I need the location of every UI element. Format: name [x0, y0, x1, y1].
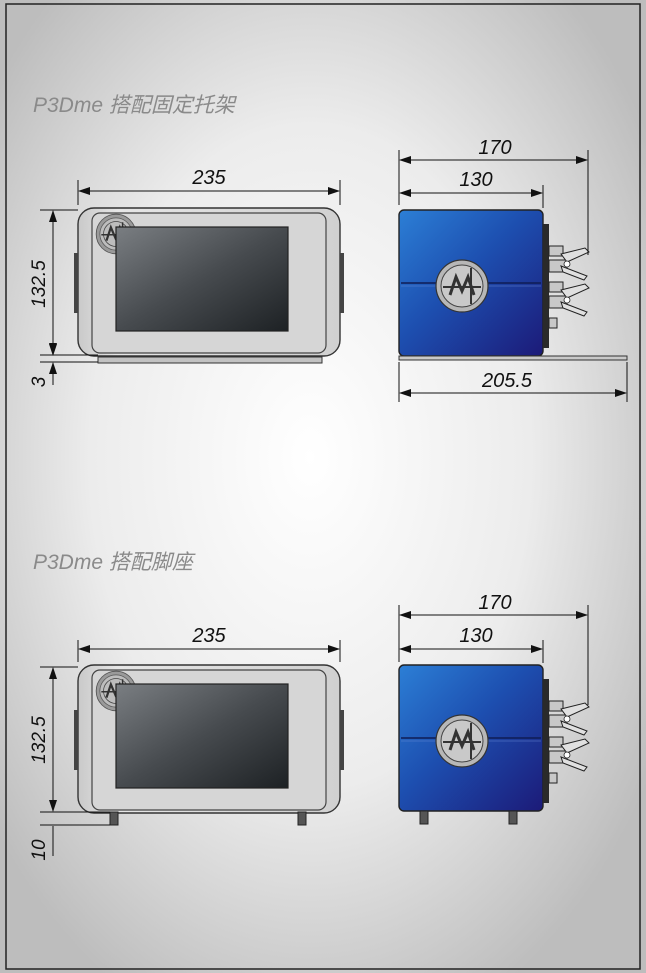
body-depth-dimension: 130 — [399, 169, 544, 208]
width-dimension: 235 — [77, 167, 341, 205]
base-dimension: 10 — [29, 824, 110, 861]
bracket-plate — [398, 355, 628, 361]
height-label: 132.5 — [29, 716, 50, 764]
bracket-length-dimension: 205.5 — [398, 362, 628, 402]
foot-left — [419, 810, 429, 825]
height-dimension: 132.5 — [29, 666, 110, 813]
foot-right — [508, 810, 518, 825]
body-depth-label: 130 — [459, 625, 492, 647]
section-title: P3Dme 搭配脚座 — [33, 551, 196, 574]
foot-left — [109, 811, 119, 826]
section-feet-stand: P3Dme 搭配脚座 235 132.5 10 — [29, 551, 591, 861]
height-label: 132.5 — [29, 260, 50, 308]
front-view — [74, 208, 344, 364]
side-view — [397, 663, 591, 825]
foot-right — [297, 811, 307, 826]
section-title: P3Dme 搭配固定托架 — [33, 94, 238, 117]
base-label: 10 — [29, 839, 50, 861]
total-depth-dimension: 170 — [398, 137, 589, 255]
total-depth-label: 170 — [478, 592, 511, 614]
body-depth-label: 130 — [459, 169, 492, 191]
width-label: 235 — [191, 625, 226, 647]
width-dimension: 235 — [77, 625, 341, 662]
base-dimension: 3 — [29, 340, 98, 387]
body-depth-dimension: 130 — [399, 625, 544, 663]
height-dimension: 132.5 — [29, 209, 98, 356]
side-view — [397, 208, 628, 361]
bracket-length-label: 205.5 — [481, 370, 533, 392]
section-fixed-bracket: P3Dme 搭配固定托架 235 132.5 3 — [29, 94, 628, 402]
width-label: 235 — [191, 167, 226, 189]
base-label: 3 — [29, 376, 50, 387]
front-view — [74, 665, 344, 826]
total-depth-dimension: 170 — [398, 592, 589, 705]
page-frame — [5, 3, 641, 970]
bracket-base — [97, 356, 323, 364]
total-depth-label: 170 — [478, 137, 511, 159]
